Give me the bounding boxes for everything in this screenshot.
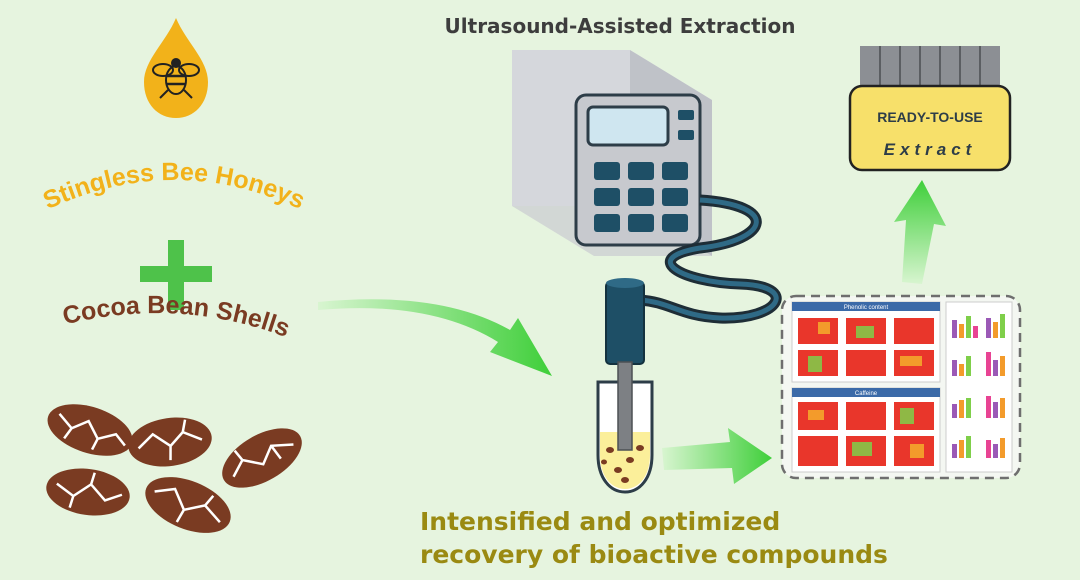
extract-container-icon [848, 46, 1012, 172]
arrow-to-results [662, 428, 772, 484]
panel-header-2: Caffeine [855, 391, 878, 397]
probe-icon [605, 278, 645, 451]
product-line2: Extract [884, 140, 977, 159]
results-panel [780, 294, 1022, 480]
cocoa-shell-icon [46, 468, 130, 516]
ultrasound-device-icon [512, 50, 712, 256]
bottom-caption: Intensified and optimized recovery of bi… [420, 505, 888, 571]
cocoa-shell-icon [145, 477, 231, 533]
caption-line2: recovery of bioactive compounds [420, 540, 888, 569]
honey-drop-bee-icon [144, 18, 208, 118]
cocoa-shell-icon [128, 417, 212, 467]
panel-header-1: Phenolic content [844, 305, 889, 311]
results-bars [952, 314, 1005, 458]
cocoa-shell-icon [47, 404, 133, 456]
product-line1: READY-TO-USE [877, 109, 983, 125]
arrow-to-extraction [318, 299, 552, 376]
plus-icon [140, 240, 212, 310]
caption-line1: Intensified and optimized [420, 507, 781, 536]
cocoa-shell-icon [222, 428, 302, 488]
honey-label: Stingless Bee Honeys [39, 158, 309, 215]
arrow-to-product [894, 180, 946, 284]
diagram-title: Ultrasound-Assisted Extraction [444, 14, 796, 38]
cocoa-label: Cocoa Bean Shells [60, 291, 294, 343]
cocoa-shells [46, 404, 302, 533]
